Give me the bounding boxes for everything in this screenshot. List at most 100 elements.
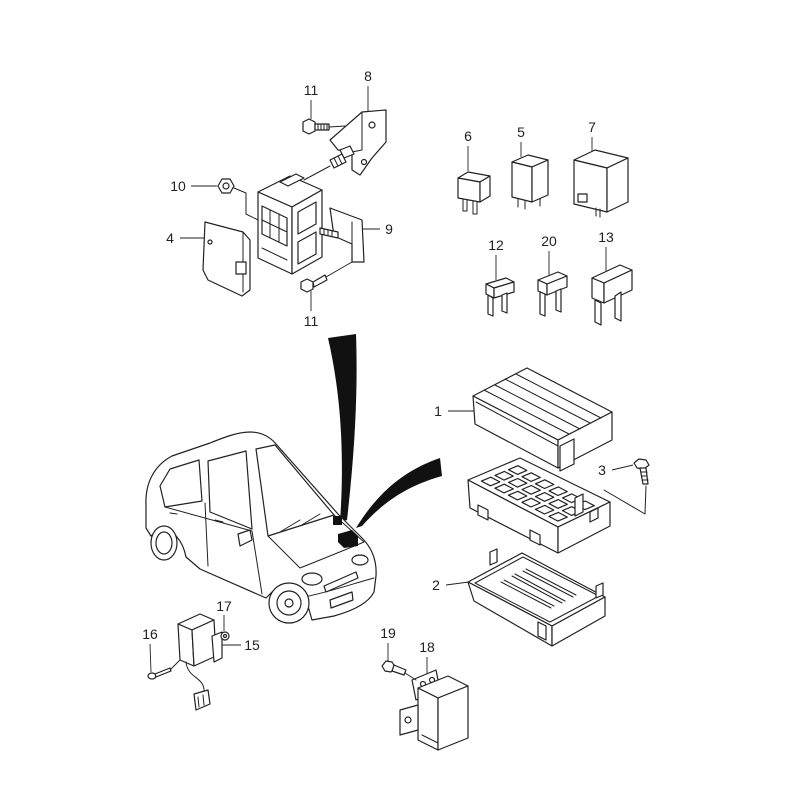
body-tab [529, 529, 541, 546]
bracket-hole [360, 158, 368, 166]
car-beltline [164, 506, 253, 532]
fuse-slot [507, 465, 528, 475]
bolt-shaft [312, 274, 328, 288]
fuse-slot [494, 470, 514, 481]
screw-16 [147, 659, 181, 680]
bolt-11-top [302, 118, 346, 135]
cover-latch [559, 438, 575, 472]
fuse-slot [534, 479, 555, 490]
fuse-blade [487, 294, 494, 317]
fuse-side [546, 275, 568, 296]
pointer-swoosh-right [356, 458, 442, 528]
fuse-slot [521, 497, 541, 508]
relay-side-face [531, 159, 549, 203]
car-wipers [279, 513, 321, 533]
relay-terminals [595, 207, 601, 218]
module-18 [399, 669, 469, 751]
pointer-swoosh-upper [328, 334, 357, 522]
callout-2: 2 [432, 577, 440, 593]
assembly-line [328, 125, 346, 128]
callout-9: 9 [385, 221, 393, 237]
fuse-blade [594, 299, 602, 326]
stud-thread [333, 155, 343, 167]
car-rear-window [159, 459, 203, 508]
upper-left-assembly [202, 109, 387, 297]
callout-7: 7 [588, 119, 596, 135]
bolt-head [302, 118, 316, 135]
car-body [145, 431, 377, 621]
fuse-slot [548, 486, 568, 497]
leader-2 [445, 581, 470, 586]
module-15 [177, 613, 223, 711]
fuse-slot [548, 511, 568, 522]
fuse-blade [555, 288, 562, 313]
callout-12: 12 [488, 237, 504, 253]
bolt-head [633, 458, 650, 470]
car [145, 431, 377, 624]
cover-step [475, 401, 559, 447]
relay-6 [457, 171, 491, 215]
cover-4 [202, 221, 251, 297]
fuse-blade [614, 291, 622, 322]
callout-11-bottom: 11 [304, 313, 319, 329]
stud-bolt [303, 145, 355, 181]
assembly-line [303, 165, 331, 181]
bracket-hole [368, 121, 376, 129]
car-door-window [207, 450, 253, 530]
fuse-slot [480, 476, 501, 487]
module-front-face [417, 687, 439, 751]
assembly-line [233, 187, 259, 221]
bolt-shaft [391, 664, 407, 676]
relay-module [257, 173, 323, 275]
bracket-bend [351, 111, 363, 153]
body-tab [477, 504, 489, 521]
fuse-slot [548, 499, 568, 509]
module-socket [297, 231, 317, 265]
bracket-hole [404, 716, 412, 724]
tray-side-face [551, 596, 606, 647]
tray-2 [467, 548, 606, 647]
callout-20: 20 [541, 233, 557, 249]
cover-clip [235, 261, 247, 275]
car-front-wheel-hub [284, 598, 294, 608]
module-connector [193, 689, 211, 711]
callout-19: 19 [380, 625, 396, 641]
bolt-thread [640, 471, 649, 481]
fuse-slots [480, 465, 595, 522]
callout-17: 17 [216, 598, 232, 614]
cover-ribs [483, 373, 602, 435]
fuse-12 [485, 277, 515, 317]
car-door-handles [169, 512, 224, 523]
nut-hole [222, 182, 230, 190]
stud-thread [323, 228, 333, 237]
relay-5 [511, 154, 549, 210]
car-fuse-box-location [333, 516, 342, 525]
fuse-slot [507, 477, 528, 488]
cover-plate [202, 221, 251, 297]
bolt-3 [603, 458, 650, 515]
fuse-13 [591, 264, 633, 326]
fuse-slot [507, 490, 528, 501]
car-license-plate [329, 591, 354, 609]
assembly-line [170, 659, 181, 670]
body-tab [589, 507, 599, 523]
module-bracket [211, 631, 223, 663]
car-fuse-box-location [338, 530, 358, 548]
fuse-front [591, 277, 605, 304]
bolt-thread [317, 123, 328, 131]
fuse-box-body [467, 457, 611, 554]
callout-11-top: 11 [304, 82, 319, 98]
tray-tab [537, 621, 547, 641]
assembly-line [404, 672, 417, 681]
bolt-19 [381, 660, 417, 681]
fuse-slot [521, 484, 541, 495]
fuse-slot [534, 504, 555, 515]
relay-7 [573, 149, 629, 218]
bolt-head [300, 278, 314, 293]
relay-front-face [573, 159, 608, 213]
callout-18: 18 [419, 639, 435, 655]
car-headlight-right [351, 554, 369, 566]
tray-tab [489, 548, 498, 566]
